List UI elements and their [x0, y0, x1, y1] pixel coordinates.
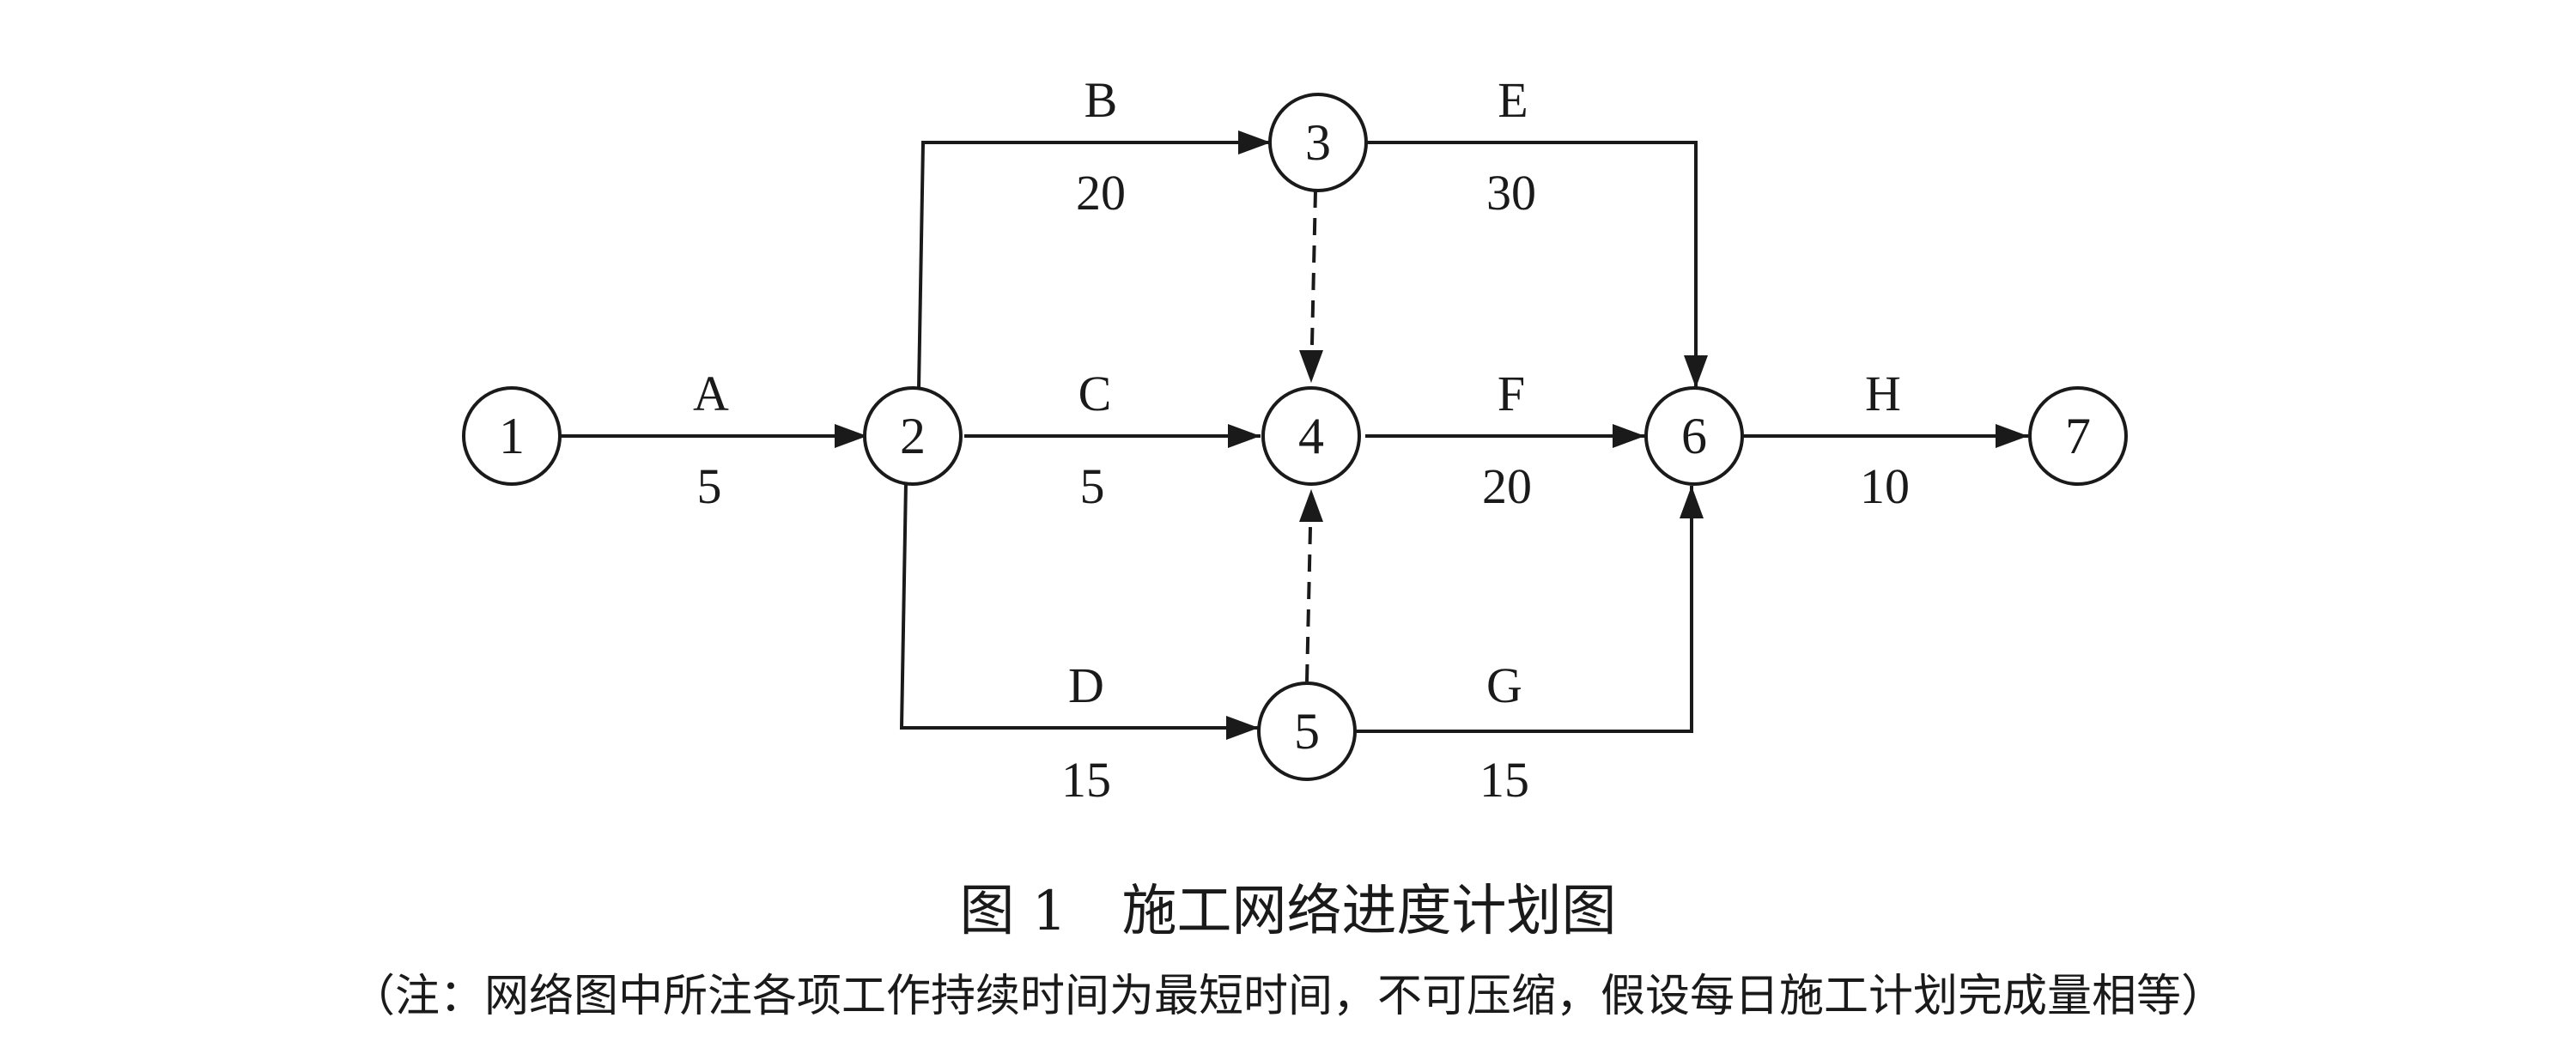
arrowhead-C [1228, 424, 1261, 448]
arrowhead-E [1684, 355, 1708, 388]
activity-name-F: F [1498, 366, 1525, 421]
arrowhead-dummy-3-4 [1299, 350, 1323, 383]
arrowhead-F [1613, 424, 1645, 448]
node-7: 7 [2028, 386, 2128, 486]
node-label-4: 4 [1298, 408, 1324, 464]
node-6: 6 [1644, 386, 1744, 486]
dummy-3-4 [1309, 190, 1317, 384]
arrowhead-dummy-5-4 [1299, 489, 1323, 522]
dummy-5-4 [1305, 488, 1313, 682]
node-5: 5 [1257, 681, 1357, 781]
node-label-1: 1 [499, 408, 525, 464]
activity-name-B: B [1084, 72, 1118, 128]
activity-duration-H: 10 [1860, 458, 1910, 514]
arrow-D [899, 482, 1259, 730]
arrow-B [917, 141, 1271, 389]
node-label-5: 5 [1294, 703, 1320, 760]
activity-duration-F: 20 [1482, 458, 1532, 514]
node-label-2: 2 [900, 408, 926, 464]
arrow-E [1365, 141, 1698, 388]
arrowhead-H [1996, 424, 2028, 448]
activity-duration-C: 5 [1080, 458, 1105, 514]
arrowhead-B [1238, 130, 1271, 154]
node-4: 4 [1261, 386, 1361, 486]
activity-duration-A: 5 [697, 458, 722, 514]
node-label-7: 7 [2065, 408, 2091, 464]
activity-name-E: E [1498, 72, 1528, 128]
activity-name-C: C [1078, 366, 1112, 421]
node-label-3: 3 [1305, 114, 1331, 171]
arrowhead-D [1226, 716, 1259, 740]
figure-title: 图 1 施工网络进度计划图 [959, 880, 1617, 943]
activity-name-A: A [693, 366, 729, 421]
arrowheads [835, 130, 2028, 740]
activity-name-D: D [1068, 657, 1104, 713]
activity-duration-G: 15 [1479, 752, 1529, 808]
node-1: 1 [462, 386, 562, 486]
activity-duration-E: 30 [1486, 165, 1536, 221]
arrowhead-A [835, 424, 867, 448]
figure-note: （注：网络图中所注各项工作持续时间为最短时间，不可压缩，假设每日施工计划完成量相… [349, 971, 2226, 1022]
node-3: 3 [1268, 93, 1368, 192]
activity-name-H: H [1865, 366, 1901, 421]
node-2: 2 [863, 386, 963, 486]
arrow-G [1355, 486, 1693, 733]
activity-name-G: G [1486, 657, 1522, 713]
arrowhead-G [1680, 486, 1704, 518]
activity-duration-B: 20 [1076, 165, 1126, 221]
activity-duration-D: 15 [1061, 752, 1111, 808]
node-label-6: 6 [1681, 408, 1707, 464]
